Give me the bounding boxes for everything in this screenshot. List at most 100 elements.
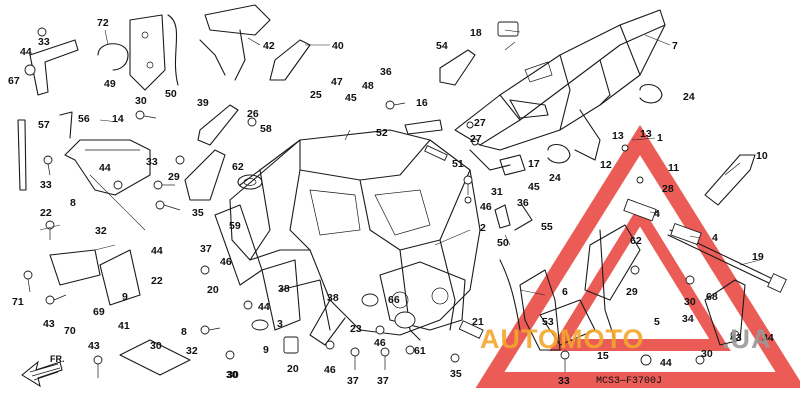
callout-label: 28 xyxy=(662,183,674,195)
callout-label: 48 xyxy=(362,80,374,92)
callout-label: 38 xyxy=(278,283,290,295)
callout-label: 4 xyxy=(712,232,718,244)
callout-label: 30 xyxy=(227,369,239,381)
callout-label: 1 xyxy=(657,132,663,144)
callout-label: 38 xyxy=(327,292,339,304)
front-direction-indicator: FR. xyxy=(21,354,65,388)
watermark-text-automoto: AUTOMOTO xyxy=(480,324,645,354)
callout-label: 35 xyxy=(192,207,204,219)
callout-label: 54 xyxy=(436,40,448,52)
callout-label: 26 xyxy=(247,108,259,120)
callout-label: 32 xyxy=(95,225,107,237)
callout-label: 16 xyxy=(416,97,428,109)
callout-label: 23 xyxy=(350,323,362,335)
callout-label: 33 xyxy=(38,36,50,48)
callout-label: 9 xyxy=(263,344,269,356)
callout-label: 15 xyxy=(597,350,609,362)
callout-label: 70 xyxy=(64,325,76,337)
callout-label: 43 xyxy=(730,332,742,344)
callout-label: 30 xyxy=(701,348,713,360)
callout-label: 8 xyxy=(70,197,76,209)
callout-label: 37 xyxy=(347,375,359,387)
callout-label: 68 xyxy=(706,291,718,303)
arrow-left-icon xyxy=(21,360,63,388)
callout-label: 24 xyxy=(683,91,695,103)
watermark-logo xyxy=(475,124,800,388)
callout-label: 32 xyxy=(186,345,198,357)
callout-label: 30 xyxy=(135,95,147,107)
callout-label: 31 xyxy=(491,186,503,198)
callout-label: 22 xyxy=(40,207,52,219)
callout-label: 40 xyxy=(332,40,344,52)
watermark-triangle-inner xyxy=(549,203,731,351)
callout-label: 44 xyxy=(660,357,672,369)
callout-label: 37 xyxy=(200,243,212,255)
callout-label: 72 xyxy=(97,17,109,29)
main-frame-body xyxy=(214,129,521,346)
callout-label: 6 xyxy=(562,286,568,298)
callout-label: 46 xyxy=(374,337,386,349)
callout-label: 25 xyxy=(310,89,322,101)
callout-label: 66 xyxy=(388,294,400,306)
callout-label: 39 xyxy=(197,97,209,109)
callout-label: 47 xyxy=(331,76,343,88)
callout-label: 37 xyxy=(377,375,389,387)
callout-label: 59 xyxy=(229,220,241,232)
callout-label: 36 xyxy=(517,197,529,209)
callout-label: 14 xyxy=(112,113,124,125)
diagram-reference-code: MCS3—F3700J xyxy=(596,376,662,387)
callout-label: 36 xyxy=(380,66,392,78)
callout-label: 17 xyxy=(528,158,540,170)
callout-label: 29 xyxy=(626,286,638,298)
callout-label: 50 xyxy=(165,88,177,100)
callout-label: 33 xyxy=(40,179,52,191)
callout-label: 7 xyxy=(672,40,678,52)
callout-label: 46 xyxy=(324,364,336,376)
callout-label: 51 xyxy=(452,158,464,170)
callout-label: 30 xyxy=(684,296,696,308)
watermark-text-ua: .UA xyxy=(722,324,772,354)
callout-label: 18 xyxy=(470,27,482,39)
callout-label: 33 xyxy=(558,375,570,387)
callout-label: 49 xyxy=(104,78,116,90)
callout-label: 4 xyxy=(654,208,660,220)
callout-label: 57 xyxy=(38,119,50,131)
callout-label: 33 xyxy=(146,156,158,168)
callout-label: 29 xyxy=(168,171,180,183)
callout-label: 45 xyxy=(345,92,357,104)
front-direction-label: FR. xyxy=(50,354,65,364)
callout-label: 27 xyxy=(474,117,486,129)
callout-label: 24 xyxy=(549,172,561,184)
callout-label: 5 xyxy=(654,316,660,328)
callout-label: 27 xyxy=(470,133,482,145)
callout-label: 62 xyxy=(630,235,642,247)
callout-label: 19 xyxy=(752,251,764,263)
callout-label: 8 xyxy=(181,326,187,338)
callout-label: 58 xyxy=(260,123,272,135)
callout-label: 3 xyxy=(277,318,283,330)
callout-label: 9 xyxy=(122,291,128,303)
leader-lines xyxy=(39,29,761,296)
callout-label: 67 xyxy=(8,75,20,87)
callout-label: 56 xyxy=(78,113,90,125)
callout-label: 13 xyxy=(612,130,624,142)
callout-label: 35 xyxy=(450,368,462,380)
callout-label: 22 xyxy=(151,275,163,287)
callout-label: 41 xyxy=(118,320,130,332)
callout-label: 20 xyxy=(207,284,219,296)
callout-label: 30 xyxy=(226,369,238,381)
callout-label: 12 xyxy=(600,159,612,171)
watermark-triangle-outer xyxy=(475,124,800,388)
callout-label: 44 xyxy=(99,162,111,174)
callout-label: 61 xyxy=(414,345,426,357)
callout-label: 44 xyxy=(20,46,32,58)
callout-label: 46 xyxy=(480,201,492,213)
callout-labels: 72 33 44 67 49 30 50 42 40 18 54 7 57 56… xyxy=(8,17,774,387)
fasteners xyxy=(23,100,740,378)
callout-label: 52 xyxy=(376,127,388,139)
callout-label: 55 xyxy=(541,221,553,233)
callout-label: 10 xyxy=(756,150,768,162)
rear-subframe xyxy=(454,9,666,171)
callout-label: 13 xyxy=(640,128,652,140)
